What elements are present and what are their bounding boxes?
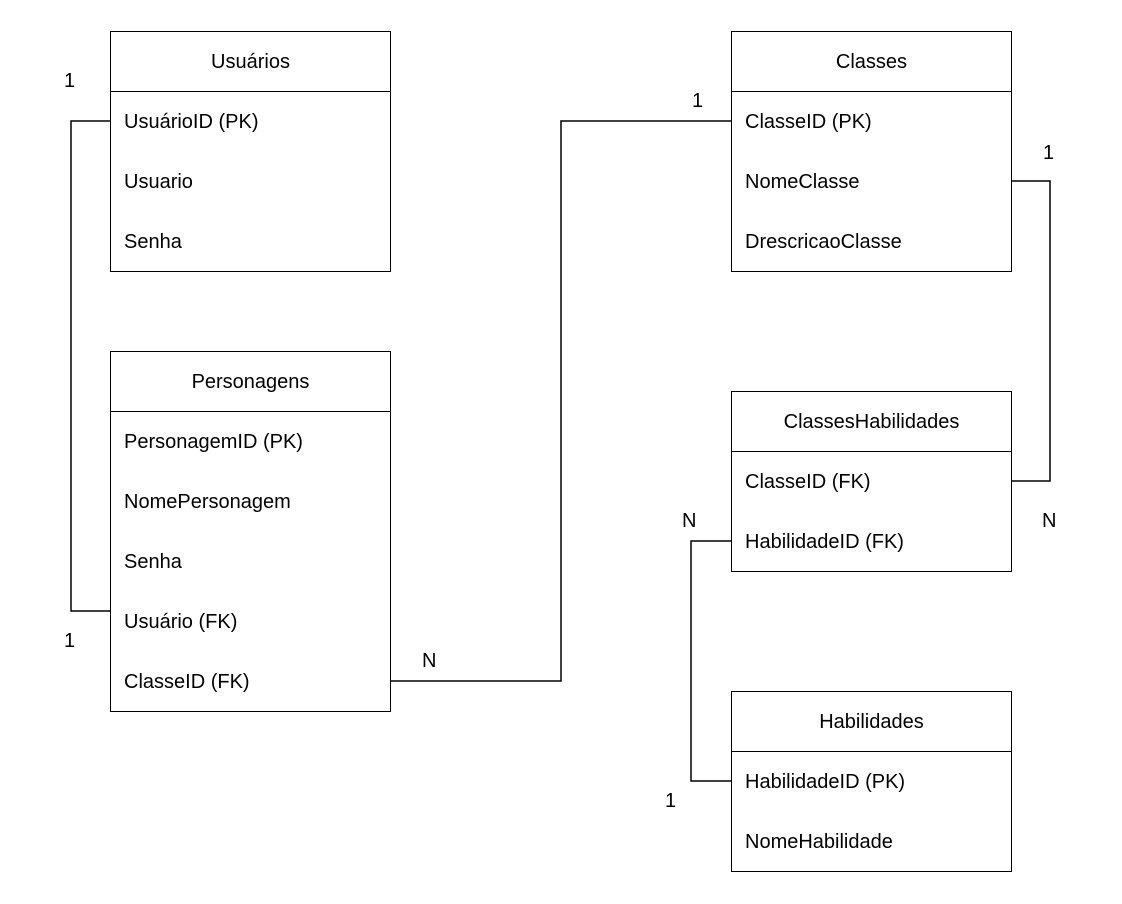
entity-title: Classes	[732, 32, 1011, 92]
field-senha: Senha	[124, 231, 182, 253]
field-usuarioid: UsuárioID (PK)	[124, 111, 259, 133]
cardinality-personagens-classe-fk: N	[422, 650, 437, 672]
relation-classeshabilidades-habilidades	[690, 540, 731, 782]
entity-classes-habilidades: ClassesHabilidades ClasseID (FK) Habilid…	[731, 391, 1012, 572]
cardinality-usuarios-pk: 1	[64, 70, 76, 92]
field-senha: Senha	[124, 551, 182, 573]
field-habilidadeid: HabilidadeID (PK)	[745, 771, 906, 793]
field-nomepersonagem: NomePersonagem	[124, 491, 291, 513]
field-classeid: ClasseID (PK)	[745, 111, 872, 133]
field-descricaoclasse: DrescricaoClasse	[745, 231, 902, 253]
field-usuario-fk: Usuário (FK)	[124, 611, 238, 633]
cardinality-classes-pk: 1	[692, 90, 704, 112]
field-personagemid: PersonagemID (PK)	[124, 431, 303, 453]
cardinality-classes-nome: 1	[1043, 142, 1055, 164]
entity-title: Habilidades	[732, 692, 1011, 752]
field-nomeclasse: NomeClasse	[745, 171, 860, 193]
cardinality-classeshabilidades-classe: N	[1042, 510, 1057, 532]
field-classeid-fk: ClasseID (FK)	[124, 671, 250, 693]
entity-title: Personagens	[111, 352, 390, 412]
cardinality-personagens-usuario-fk: 1	[64, 630, 76, 652]
field-nomehabilidade: NomeHabilidade	[745, 831, 893, 853]
relation-classes-classeshabilidades	[1011, 180, 1051, 482]
field-usuario: Usuario	[124, 171, 193, 193]
entity-habilidades: Habilidades HabilidadeID (PK) NomeHabili…	[731, 691, 1012, 872]
cardinality-classeshabilidades-habilidade: N	[682, 510, 697, 532]
entity-title: Usuários	[111, 32, 390, 92]
entity-usuarios: Usuários UsuárioID (PK) Usuario Senha	[110, 31, 391, 272]
entity-title: ClassesHabilidades	[732, 392, 1011, 452]
field-classeid-fk: ClasseID (FK)	[745, 471, 871, 493]
cardinality-habilidades-pk: 1	[665, 790, 677, 812]
entity-personagens: Personagens PersonagemID (PK) NomePerson…	[110, 351, 391, 712]
relation-personagens-classes	[390, 120, 731, 682]
relation-usuarios-personagens	[70, 120, 110, 612]
entity-classes: Classes ClasseID (PK) NomeClasse Drescri…	[731, 31, 1012, 272]
field-habilidadeid-fk: HabilidadeID (FK)	[745, 531, 904, 553]
